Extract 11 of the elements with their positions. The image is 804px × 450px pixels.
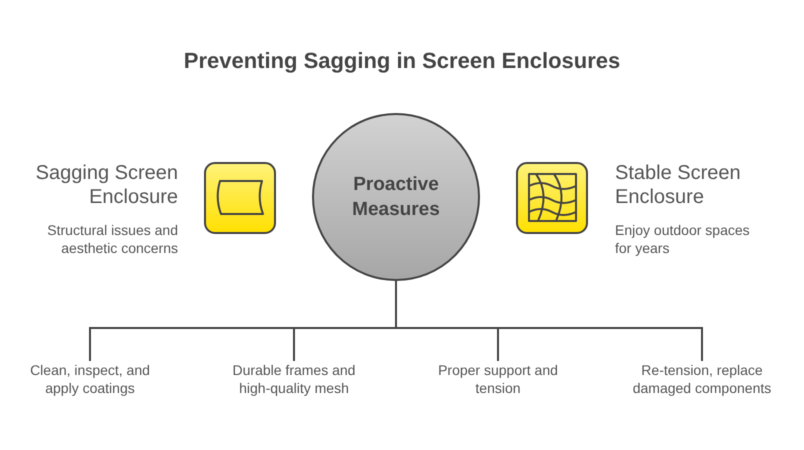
branch-text: Durable frames and high-quality mesh [219,361,369,397]
process-circle: Proactive Measures [312,113,480,281]
panel-description: Structural issues and aesthetic concerns [46,221,178,257]
panel-heading: Sagging Screen Enclosure [34,161,178,209]
diagram-title: Preventing Sagging in Screen Enclosures [182,47,622,75]
panel-heading: Stable Screen Enclosure [615,161,742,209]
connector-line [395,281,703,361]
branch-text: Clean, inspect, and apply coatings [15,361,165,397]
branch-text: Proper support and tension [423,361,573,397]
panel-description: Enjoy outdoor spaces for years [615,221,751,257]
branch-text: Re-tension, replace damaged components [627,361,777,397]
